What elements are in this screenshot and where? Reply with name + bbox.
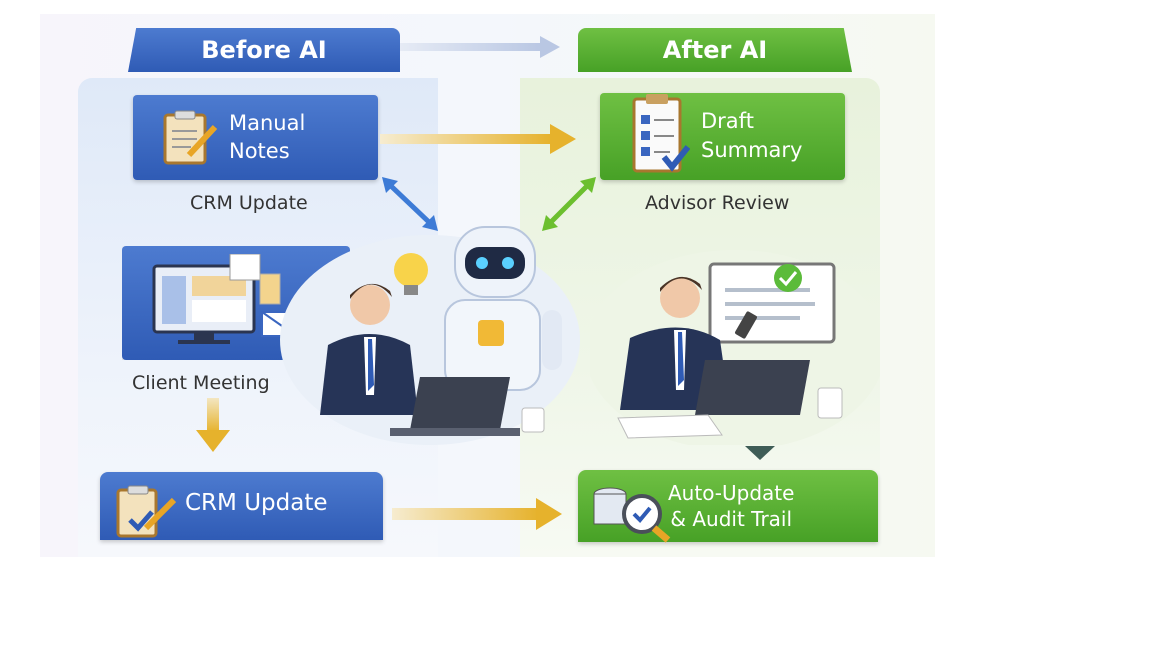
before-ai-title: Before AI — [201, 36, 327, 64]
green-arrow — [542, 177, 596, 231]
before-ai-header: Before AI — [128, 28, 400, 72]
computer-documents-icon — [152, 254, 303, 344]
clipboard-checklist-icon — [632, 94, 690, 173]
robot — [444, 226, 562, 391]
down-arrow — [196, 398, 230, 452]
blue-double-arrow — [382, 177, 438, 231]
advisor-review-label: Advisor Review — [645, 192, 790, 214]
draft-summary-box: Draft Summary — [600, 93, 845, 180]
manual-to-draft-arrow — [380, 124, 576, 154]
lightbulb-icon — [394, 253, 428, 295]
draft-summary-line1: Draft — [701, 109, 754, 133]
advisor-with-robot-illustration — [280, 226, 580, 445]
coffee-cup — [521, 407, 545, 433]
manual-notes-line2: Notes — [229, 139, 290, 163]
crm-update-label: CRM Update — [190, 192, 308, 214]
client-meeting-label: Client Meeting — [132, 372, 270, 394]
laptop — [390, 377, 520, 436]
auto-update-box: Auto-Update & Audit Trail — [578, 470, 878, 543]
draft-summary-line2: Summary — [701, 138, 803, 162]
database-magnifier-icon — [593, 487, 671, 543]
after-ai-title: After AI — [662, 36, 768, 64]
crm-to-auto-arrow — [392, 498, 562, 530]
crm-update-title: CRM Update — [185, 490, 328, 516]
crm-update-box: CRM Update — [100, 472, 383, 540]
paper-document — [617, 414, 723, 439]
manual-notes-box: Manual Notes — [133, 95, 378, 180]
diagonal-arrows — [382, 177, 596, 231]
manual-notes-line1: Manual — [229, 111, 306, 135]
down-triangle-icon — [745, 446, 775, 460]
advisor-reviewing-illustration — [590, 250, 880, 445]
auto-update-line2: & Audit Trail — [670, 507, 793, 531]
auto-update-line1: Auto-Update — [668, 481, 795, 505]
coffee-cup — [817, 387, 843, 419]
clipboard-check-pencil-icon — [116, 485, 177, 538]
notepad-pencil-icon — [163, 110, 218, 165]
after-ai-header: After AI — [578, 28, 852, 72]
advisor-person — [320, 283, 418, 415]
laptop — [695, 360, 810, 415]
document-check-screen — [708, 262, 836, 344]
header-arrow — [400, 36, 560, 58]
